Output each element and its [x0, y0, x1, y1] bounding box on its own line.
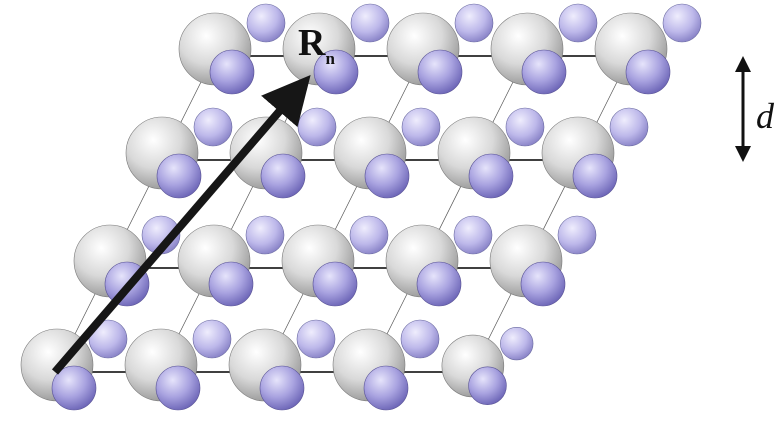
small-atom-front [155, 365, 201, 411]
lattice-vector-arrow [51, 75, 311, 375]
small-atom-front [209, 49, 255, 95]
small-atom-front [468, 153, 514, 199]
small-atom-back [193, 107, 233, 147]
molecule [281, 215, 389, 307]
small-atom-front [364, 153, 410, 199]
molecule [125, 107, 233, 199]
lattice-diagonal-lines [55, 55, 631, 373]
small-atom-back [454, 3, 494, 43]
molecule [332, 319, 440, 411]
small-atom-front [312, 261, 358, 307]
small-atom-back [662, 3, 702, 43]
small-atom-back [609, 107, 649, 147]
small-atom-front [313, 49, 359, 95]
down-arrow-icon [735, 146, 751, 162]
small-atom-front [468, 366, 507, 405]
molecule [437, 107, 545, 199]
lattice-diagonal-line [263, 55, 423, 373]
small-atom-back [558, 3, 598, 43]
molecule [333, 107, 441, 199]
small-atom-back [505, 107, 545, 147]
small-atom-front [260, 153, 306, 199]
molecule [386, 3, 494, 95]
small-atom-front [208, 261, 254, 307]
molecule [489, 215, 597, 307]
up-arrow-icon [735, 56, 751, 72]
layer-spacing-label: d [756, 96, 775, 136]
molecule [541, 107, 649, 199]
small-atom-back [401, 107, 441, 147]
small-atom-front [156, 153, 202, 199]
molecule [177, 215, 285, 307]
small-atom-front [572, 153, 618, 199]
small-atom-back [400, 319, 440, 359]
small-atom-back [246, 3, 286, 43]
small-atom-front [625, 49, 671, 95]
small-atom-front [51, 365, 97, 411]
small-atom-back [349, 215, 389, 255]
molecule [20, 319, 128, 411]
small-atom-back [245, 215, 285, 255]
molecule [124, 319, 232, 411]
lattice-vector-label: Rn [298, 22, 335, 68]
molecule [594, 3, 702, 95]
molecule [441, 326, 534, 405]
small-atom-back [192, 319, 232, 359]
small-atom-back [296, 319, 336, 359]
small-atom-front [259, 365, 305, 411]
molecule [178, 3, 286, 95]
lattice-diagonal-line [55, 55, 215, 373]
small-atom-back [500, 326, 534, 361]
layer-spacing-indicator [735, 56, 751, 162]
molecule [282, 3, 390, 95]
small-atom-back [88, 319, 128, 359]
lattice-atoms [20, 3, 702, 411]
lattice-diagonal-line [471, 55, 631, 373]
small-atom-front [521, 49, 567, 95]
small-atom-back [297, 107, 337, 147]
lattice-diagonal-line [159, 55, 319, 373]
small-atom-front [416, 261, 462, 307]
small-atom-front [417, 49, 463, 95]
molecule [385, 215, 493, 307]
molecule [490, 3, 598, 95]
molecule [228, 319, 336, 411]
small-atom-front [520, 261, 566, 307]
lattice-diagonal-line [367, 55, 527, 373]
small-atom-back [557, 215, 597, 255]
small-atom-back [453, 215, 493, 255]
small-atom-back [350, 3, 390, 43]
small-atom-front [363, 365, 409, 411]
